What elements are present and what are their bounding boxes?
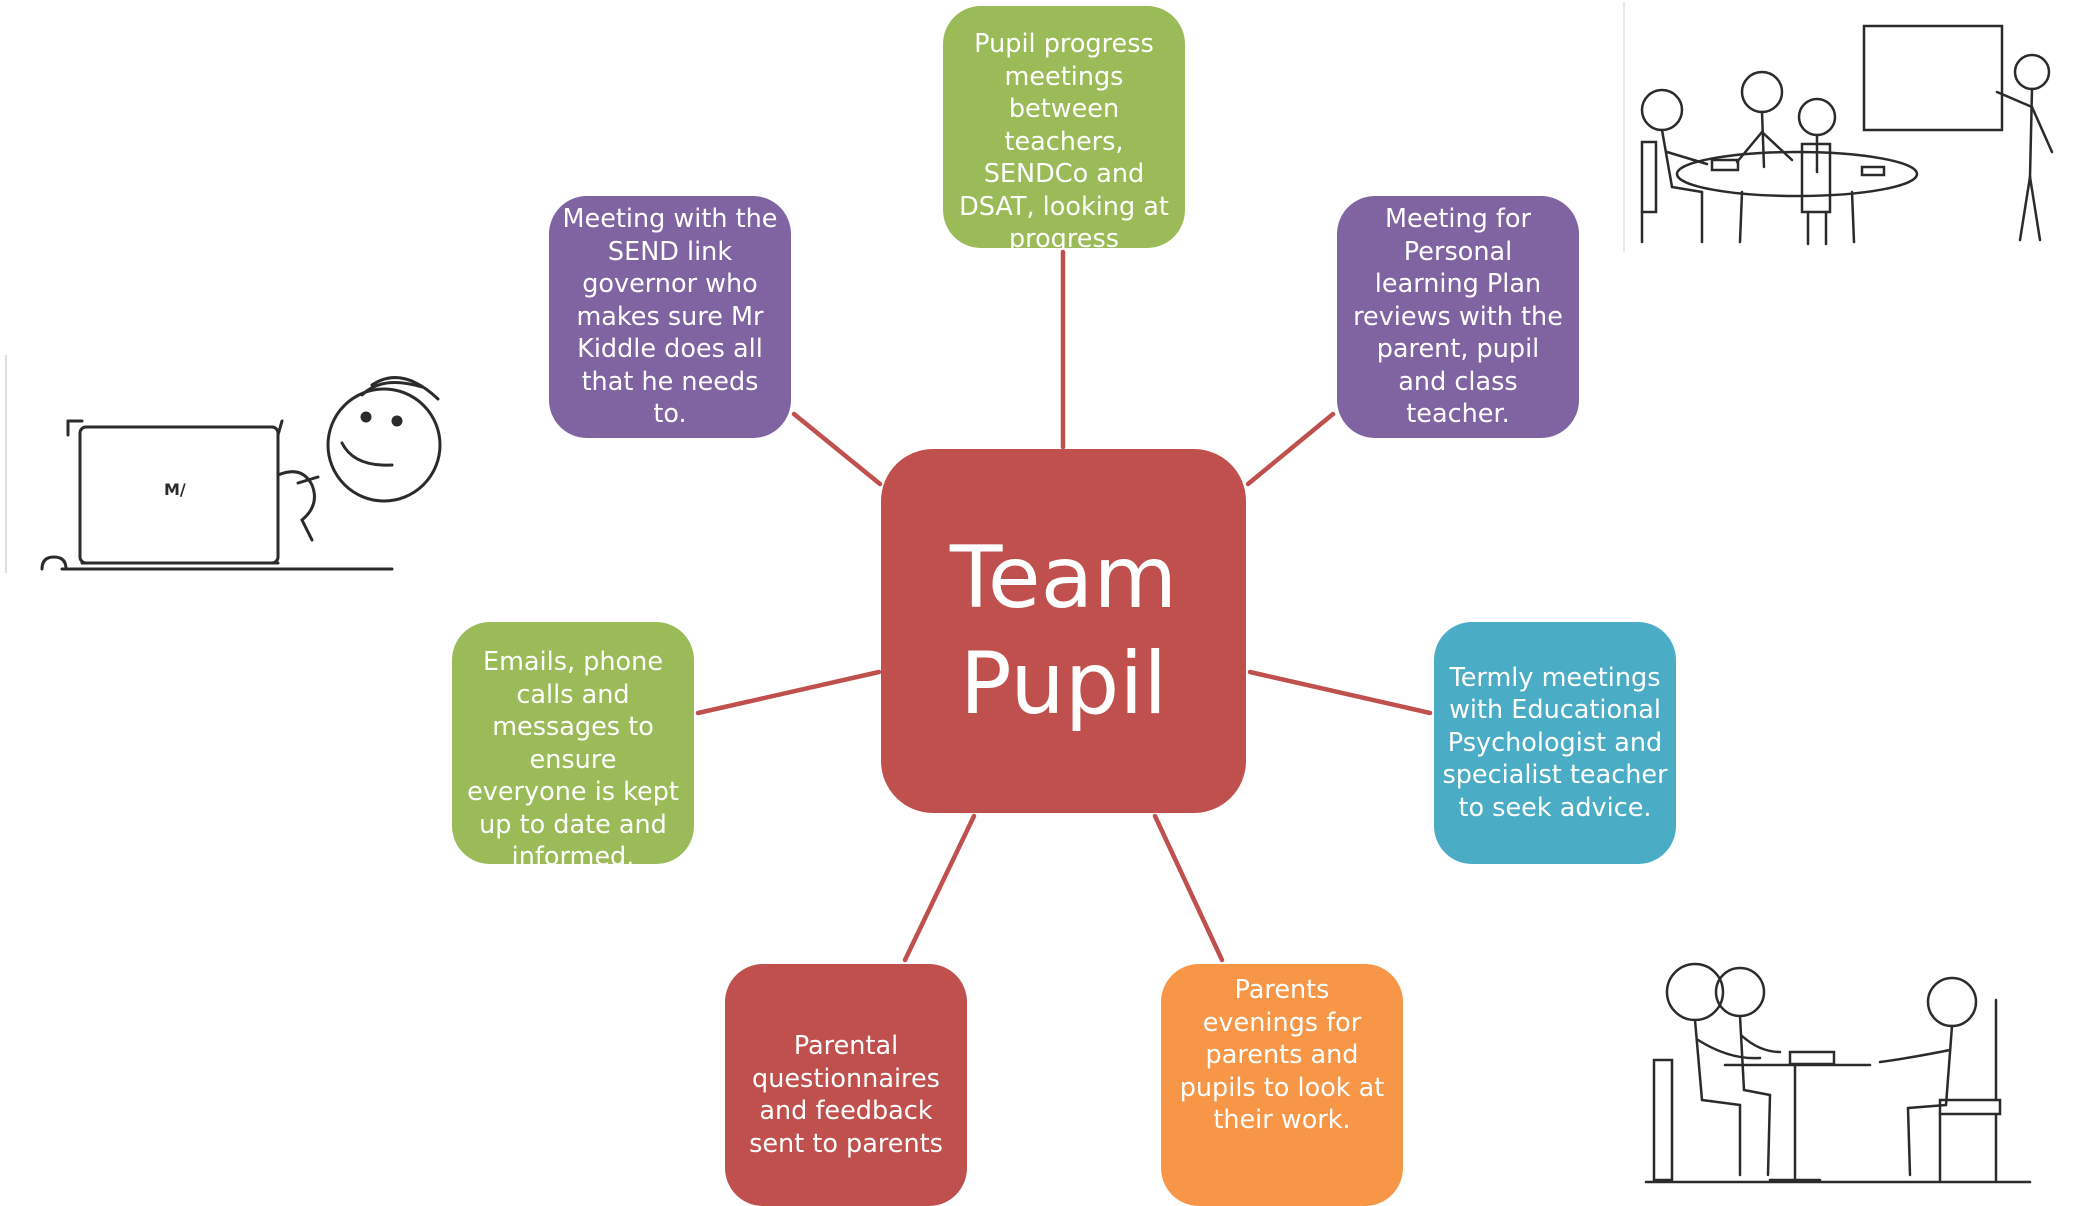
- node-plp-reviews-meeting: Meeting for Personal learning Plan revie…: [1337, 196, 1579, 438]
- whiteboard-shape: [1862, 24, 2004, 132]
- laptop-logo: M/: [164, 480, 186, 499]
- meeting-whiteboard-illustration: [1623, 2, 2054, 252]
- connector-top-left: [791, 411, 883, 487]
- node-emails-calls-messages: Emails, phone calls and messages to ensu…: [452, 622, 694, 864]
- node-parental-questionnaires: Parental questionnaires and feedback sen…: [725, 964, 967, 1206]
- person-laptop-illustration: M/: [5, 355, 442, 573]
- node-right-text: Termly meetings with Educational Psychol…: [1442, 662, 1668, 823]
- connector-bottom-left: [902, 813, 977, 963]
- parents-teacher-meeting-illustration: [1644, 962, 2032, 1184]
- connector-top-right: [1245, 411, 1336, 487]
- center-node-team-pupil: Team Pupil: [881, 449, 1246, 813]
- center-label-line1: Team: [949, 528, 1178, 628]
- node-top-right-text: Meeting for Personal learning Plan revie…: [1353, 204, 1563, 430]
- node-top-text: Pupil progress meetings between teachers…: [959, 29, 1169, 248]
- node-bottom-left-text: Parental questionnaires and feedback sen…: [749, 1031, 943, 1159]
- node-left-text: Emails, phone calls and messages to ensu…: [467, 647, 679, 864]
- center-label-line2: Pupil: [959, 634, 1168, 734]
- node-bottom-right-text: Parents evenings for parents and pupils …: [1179, 975, 1385, 1135]
- connector-right: [1247, 669, 1433, 716]
- node-top-left-text: Meeting with the SEND link governor who …: [562, 204, 778, 430]
- node-send-governor-meeting: Meeting with the SEND link governor who …: [549, 196, 791, 438]
- node-termly-ep-meetings: Termly meetings with Educational Psychol…: [1434, 622, 1676, 864]
- node-pupil-progress-meetings: Pupil progress meetings between teachers…: [943, 6, 1185, 248]
- node-parents-evenings: Parents evenings for parents and pupils …: [1161, 964, 1403, 1206]
- connector-bottom-right: [1152, 813, 1225, 963]
- connector-left: [695, 669, 882, 716]
